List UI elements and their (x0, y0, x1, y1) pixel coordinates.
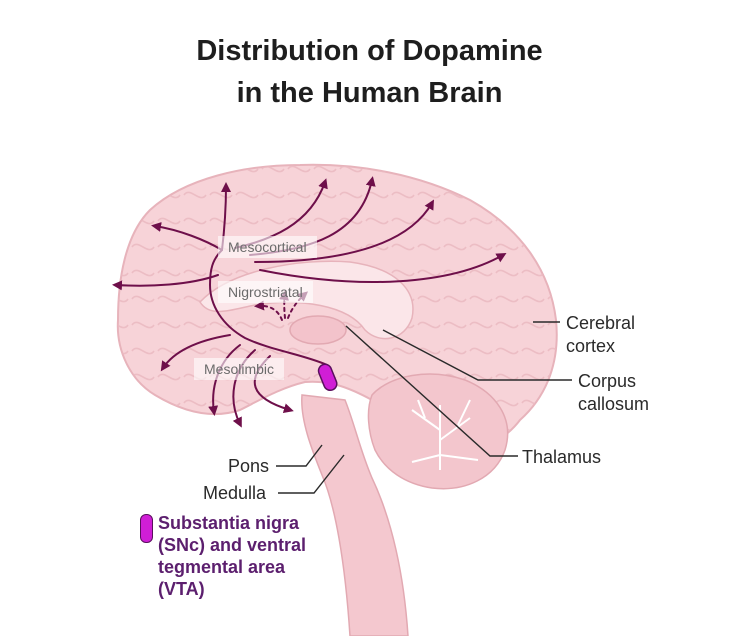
brain-stem (301, 394, 409, 636)
legend-line-3: tegmental area (158, 557, 286, 577)
label-pons: Pons (228, 456, 270, 476)
snc-vta-marker (317, 363, 338, 392)
label-medulla: Medulla (203, 483, 267, 503)
leader-thalamus (345, 325, 518, 457)
title-line-1: Distribution of Dopamine (196, 35, 543, 67)
leader-pons (276, 444, 323, 467)
leader-lines (276, 321, 572, 494)
label-mesolimbic: Mesolimbic (194, 358, 285, 380)
cerebellum-folia (411, 399, 479, 470)
legend-swatch (140, 514, 153, 543)
mesolimbic-arrow-1 (160, 334, 231, 372)
label-corpus-callosum: Corpus callosum (578, 370, 649, 416)
label-corpus-callosum-line-1: Corpus (578, 371, 637, 391)
label-thalamus: Thalamus (522, 447, 602, 467)
label-cerebral-cortex-line-2: cortex (566, 336, 616, 356)
diagram-title: Distribution of Dopamine in the Human Br… (0, 30, 739, 114)
mesocortical-arrow-6 (254, 199, 434, 263)
label-cerebral-cortex: Cerebral cortex (566, 312, 635, 358)
leader-corpus-callosum (382, 329, 572, 381)
leader-medulla (278, 454, 345, 494)
label-cerebral-cortex-line-1: Cerebral (566, 313, 636, 333)
label-nigrostriatal: Nigrostriatal (218, 281, 313, 303)
mesocortical-arrow-3 (112, 274, 219, 291)
mesolimbic-arrow-3 (232, 349, 256, 428)
mesocortical-arrow-7 (259, 253, 507, 283)
legend-text: Substantia nigra (SNc) and ventral tegme… (158, 512, 378, 600)
title-line-2: in the Human Brain (236, 77, 503, 109)
legend-line-4: (VTA) (158, 579, 205, 599)
pathway-trunk (208, 249, 328, 366)
mesocortical-arrow-2 (151, 222, 223, 251)
thalamus-shape (289, 315, 347, 345)
label-mesocortical: Mesocortical (218, 236, 317, 258)
label-corpus-callosum-line-2: callosum (578, 394, 650, 414)
legend-line-2: (SNc) and ventral (158, 535, 307, 555)
legend-line-1: Substantia nigra (158, 513, 300, 533)
